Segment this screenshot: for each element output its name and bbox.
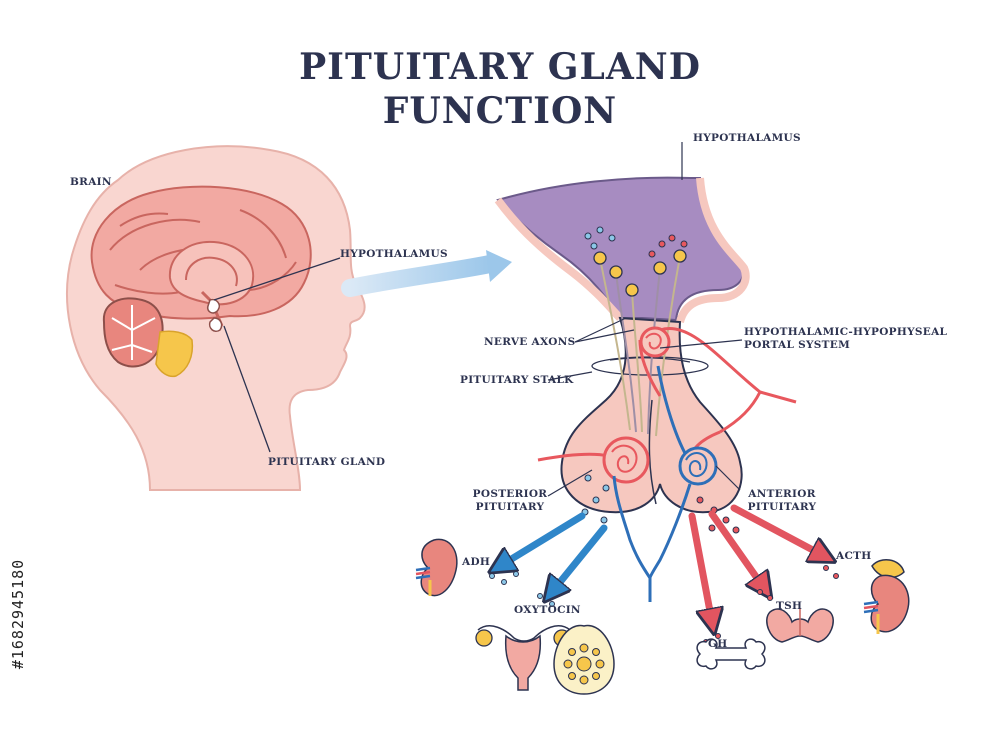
label-portal-system-line2: PORTAL SYSTEM <box>744 339 851 351</box>
label-acth: ACTH <box>836 550 872 562</box>
leader-lines-left <box>213 257 341 453</box>
label-anterior-line1: ANTERIOR <box>748 488 816 500</box>
label-hypothalamus-left: HYPOTHALAMUS <box>340 248 448 260</box>
anterior-capillaries <box>648 446 718 602</box>
oxytocin-arrow <box>552 524 608 592</box>
adh-arrow <box>500 512 586 566</box>
label-hypothalamus-top: HYPOTHALAMUS <box>693 132 801 144</box>
label-pituitary-stalk: PITUITARY STALK <box>460 374 574 386</box>
kidney-left-icon <box>415 538 458 597</box>
hypothalamus-region <box>494 176 750 324</box>
label-portal-system: HYPOTHALAMIC-HYPOPHYSEAL PORTAL SYSTEM <box>744 326 947 352</box>
label-anterior-line2: PITUITARY <box>747 501 817 513</box>
label-nerve-axons: NERVE AXONS <box>484 336 576 348</box>
label-pituitary-gland: PITUITARY GLAND <box>268 456 386 468</box>
neuron-bodies <box>593 249 687 297</box>
label-posterior-line1: POSTERIOR <box>472 488 548 500</box>
label-gh: GH <box>708 638 728 650</box>
label-oxytocin: OXYTOCIN <box>514 604 581 616</box>
thyroid-icon <box>766 608 834 643</box>
leader-lines-right <box>547 142 743 497</box>
gh-arrow <box>688 512 712 622</box>
secretion-dots-top <box>584 226 688 258</box>
hormone-release-dots <box>581 474 740 534</box>
tsh-arrow <box>708 510 764 588</box>
transition-arrow <box>341 250 512 297</box>
label-brain: BRAIN <box>70 176 112 188</box>
acth-arrow <box>730 504 824 556</box>
stock-watermark-text: #1682945180 <box>9 558 27 670</box>
arrow-tip-dots <box>489 565 839 645</box>
page-title-line2: FUNCTION <box>382 90 618 132</box>
portal-capillaries <box>638 326 797 463</box>
ovary-follicle-icon <box>553 624 615 695</box>
posterior-capillaries <box>537 436 652 579</box>
kidney-adrenal-icon <box>863 559 910 634</box>
bone-icon <box>696 638 766 670</box>
label-adh: ADH <box>462 556 491 568</box>
stock-watermark: #1682945180 <box>8 505 28 735</box>
label-tsh: TSH <box>776 600 803 612</box>
label-portal-system-line1: HYPOTHALAMIC-HYPOPHYSEAL <box>744 326 948 338</box>
page-title-line1: PITUITARY GLAND <box>299 46 701 88</box>
label-posterior-line2: PITUITARY <box>475 501 545 513</box>
label-posterior-pituitary: POSTERIOR PITUITARY <box>470 488 550 514</box>
label-anterior-pituitary: ANTERIOR PITUITARY <box>742 488 822 514</box>
hormone-arrows <box>500 504 824 622</box>
